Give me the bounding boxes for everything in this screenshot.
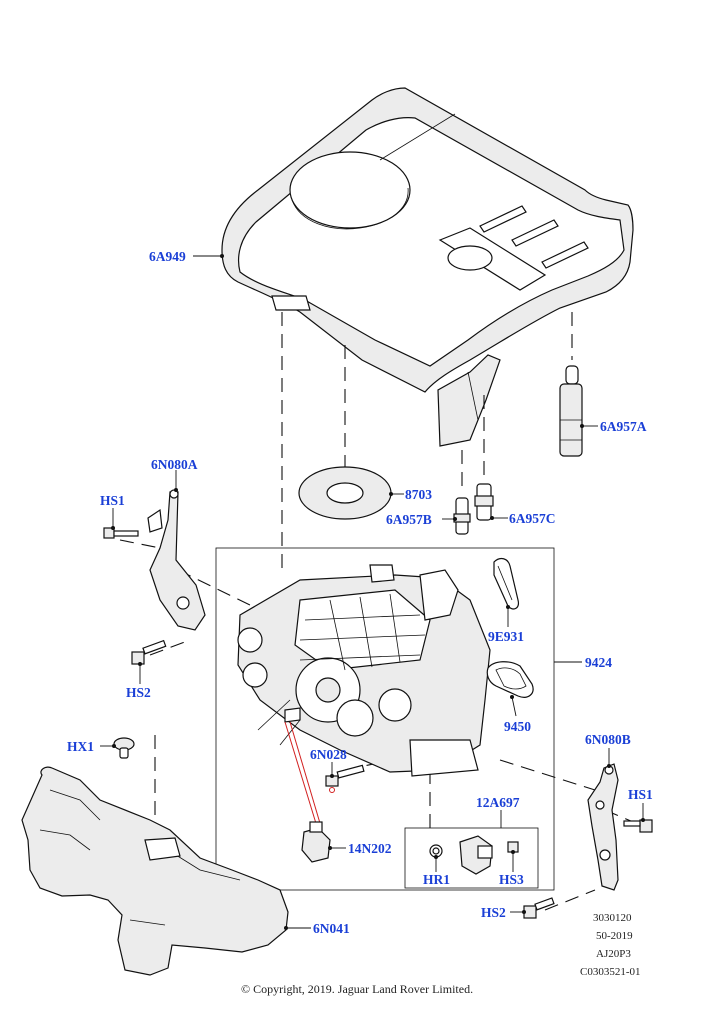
label-6a957c[interactable]: 6A957C <box>509 511 556 526</box>
label-9e931[interactable]: 9E931 <box>488 629 524 644</box>
sensor-12a697-drawing <box>429 835 519 875</box>
engine-cover-drawing <box>221 87 634 447</box>
reference-block: 3030120 50-2019 AJ20P3 C0303521-01 <box>580 912 641 978</box>
label-6a957a[interactable]: 6A957A <box>600 419 647 434</box>
sensor-14n202-drawing <box>301 821 331 863</box>
assembly-frame-9424 <box>215 547 555 891</box>
label-hx1[interactable]: HX1 <box>67 739 94 754</box>
label-12a697[interactable]: 12A697 <box>476 795 520 810</box>
label-hs2-left[interactable]: HS2 <box>126 685 151 700</box>
label-hs1-right[interactable]: HS1 <box>628 787 653 802</box>
label-6n028[interactable]: 6N028 <box>310 747 347 762</box>
bolt-hs1-left-drawing <box>103 527 139 539</box>
sub-frame-12a697 <box>404 827 539 889</box>
part-labels: 6A949 6A957A 6N080A HS1 8703 6A957B 6A95… <box>67 249 653 936</box>
label-hs3[interactable]: HS3 <box>499 872 524 887</box>
label-6n080a[interactable]: 6N080A <box>151 457 198 472</box>
label-hs1-left[interactable]: HS1 <box>100 493 125 508</box>
ref-line-4: C0303521-01 <box>580 966 641 978</box>
ref-line-3: AJ20P3 <box>596 948 631 960</box>
insulator-6n041-drawing <box>21 766 289 976</box>
label-14n202[interactable]: 14N202 <box>348 841 392 856</box>
cap-8703-drawing <box>298 466 392 520</box>
leader-lines <box>100 254 645 930</box>
label-6a957b[interactable]: 6A957B <box>386 512 432 527</box>
copyright-notice: © Copyright, 2019. Jaguar Land Rover Lim… <box>241 982 473 996</box>
label-6n041[interactable]: 6N041 <box>313 921 350 936</box>
clip-hx1-drawing <box>113 737 135 759</box>
harness-red-lines <box>284 721 323 831</box>
label-9450[interactable]: 9450 <box>504 719 531 734</box>
label-6a949[interactable]: 6A949 <box>149 249 186 264</box>
label-hr1[interactable]: HR1 <box>423 872 450 887</box>
intake-manifold-drawing <box>237 564 491 777</box>
bracket-6n080a-drawing <box>147 489 206 631</box>
label-6n080b[interactable]: 6N080B <box>585 732 631 747</box>
ref-line-1: 3030120 <box>593 912 632 924</box>
gasket-9e931-drawing <box>493 557 519 610</box>
label-8703[interactable]: 8703 <box>405 487 432 502</box>
bolt-hs2-left-drawing <box>131 639 167 665</box>
grommet-6a957a-drawing <box>559 365 583 457</box>
bolt-hs2-bottom-drawing <box>523 897 555 919</box>
pins-6a957b-c-drawing <box>453 483 494 535</box>
bolt-hs1-right-drawing <box>623 819 653 833</box>
label-hs2-bottom[interactable]: HS2 <box>481 905 506 920</box>
ref-line-2: 50-2019 <box>596 930 633 942</box>
bracket-6n080b-drawing <box>587 763 619 891</box>
gasket-9450-drawing <box>486 661 534 698</box>
label-9424[interactable]: 9424 <box>585 655 612 670</box>
